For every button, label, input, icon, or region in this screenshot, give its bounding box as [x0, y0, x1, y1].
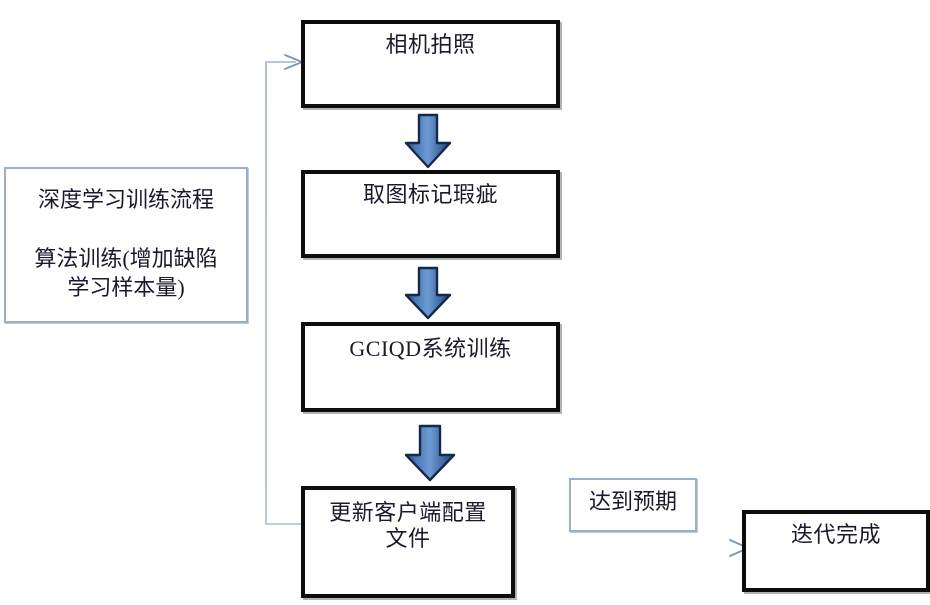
feedback-loop-connector — [265, 54, 303, 525]
update-to-done-connector — [514, 539, 749, 557]
node-camera-label: 相机拍照 — [385, 32, 476, 57]
node-done[interactable]: 迭代完成 — [742, 510, 930, 592]
info-panel-line-1: 深度学习训练流程 — [37, 187, 214, 212]
node-camera[interactable]: 相机拍照 — [301, 20, 560, 108]
node-update[interactable]: 更新客户端配置 文件 — [301, 486, 515, 598]
annotation-expected-label: 达到预期 — [588, 489, 677, 514]
arrow-mark-to-train — [404, 266, 452, 320]
node-update-label: 更新客户端配置 文件 — [329, 500, 487, 551]
node-done-label: 迭代完成 — [790, 522, 881, 547]
info-panel-line-2: 算法训练(增加缺陷 学习样本量) — [34, 246, 218, 300]
node-mark-label: 取图标记瑕疵 — [362, 182, 498, 207]
node-train-label: GCIQD系统训练 — [349, 336, 512, 361]
info-panel: 深度学习训练流程 算法训练(增加缺陷 学习样本量) — [4, 167, 248, 323]
arrow-camera-to-mark — [404, 113, 452, 169]
node-mark[interactable]: 取图标记瑕疵 — [301, 170, 560, 258]
arrow-train-to-update — [404, 424, 456, 482]
node-train[interactable]: GCIQD系统训练 — [301, 322, 560, 412]
annotation-expected: 达到预期 — [569, 478, 697, 532]
